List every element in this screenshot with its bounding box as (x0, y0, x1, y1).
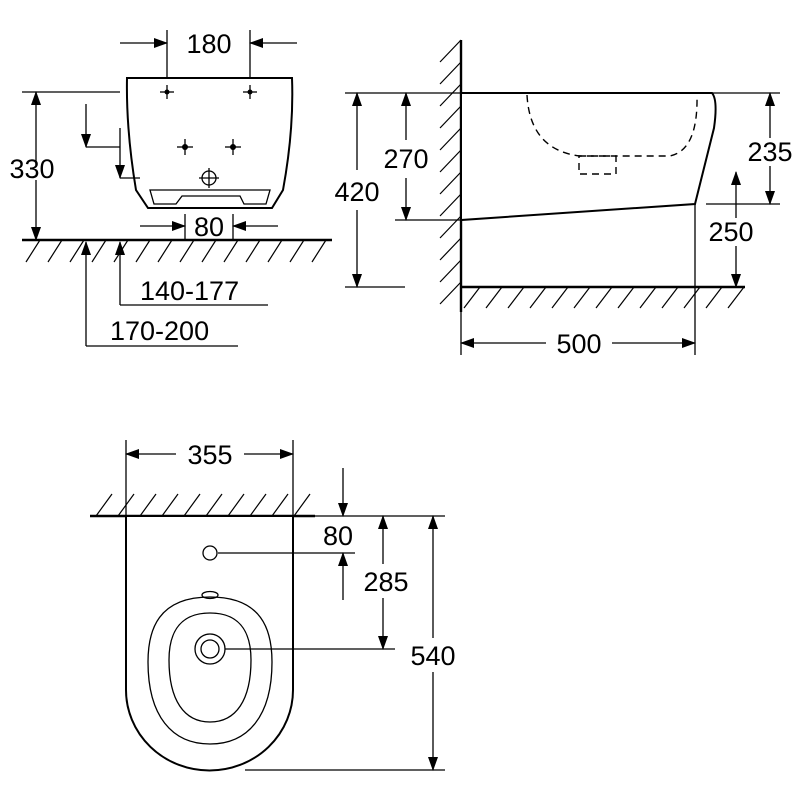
side-wall-hatch (439, 39, 462, 305)
drain-point-icon (199, 168, 219, 188)
side-view: 420 270 235 250 500 (334, 39, 793, 359)
dim-front-height: 330 (9, 154, 54, 184)
dim-side-total-height: 420 (334, 177, 379, 207)
top-bidet-outline (125, 515, 294, 772)
front-floor-hatch (25, 239, 327, 263)
side-floor-hatch (463, 286, 745, 309)
top-wall-hatch (95, 493, 311, 517)
dim-top-length: 540 (410, 641, 455, 671)
front-bidet-outline (125, 77, 294, 209)
tap-hole-icon (202, 545, 218, 561)
front-bidet-bowl-rim (149, 189, 271, 205)
dim-top-tap-offset: 80 (323, 521, 353, 551)
top-view: 355 80 285 540 (90, 440, 456, 772)
dim-side-depth: 500 (556, 329, 601, 359)
dim-front-drain-spacing: 80 (194, 212, 224, 242)
supply-point-icon (225, 139, 241, 155)
top-bidet-bowl (147, 596, 273, 745)
side-drain-hidden (578, 155, 617, 175)
dim-top-width: 355 (187, 440, 232, 470)
dim-front-width: 180 (186, 29, 231, 59)
dim-top-drain-offset: 285 (363, 567, 408, 597)
supply-point-icon (177, 139, 193, 155)
dim-side-body-height: 270 (383, 144, 428, 174)
front-view: 180 330 80 140-177 170-200 (9, 29, 332, 347)
top-bidet-inner-bowl (168, 612, 252, 723)
dim-side-top-depth: 235 (747, 137, 792, 167)
drain-inner-icon (200, 639, 220, 659)
dim-fixing-height: 170-200 (110, 316, 209, 346)
overflow-icon (201, 590, 219, 600)
fixing-point-icon (160, 85, 174, 99)
fixing-point-icon (243, 85, 257, 99)
dim-supply-height: 140-177 (140, 276, 239, 306)
dim-side-clearance: 250 (708, 217, 753, 247)
